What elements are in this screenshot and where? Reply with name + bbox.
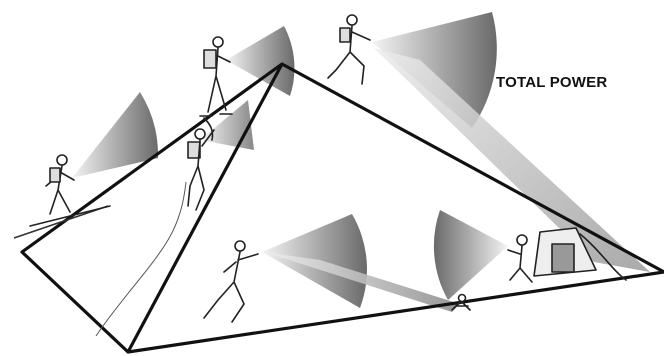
- beam-skier: [72, 92, 158, 178]
- beam-runner-cone: [372, 12, 497, 128]
- runner-icon: [328, 15, 370, 84]
- beam-backpacker: [226, 26, 294, 96]
- trail-line: [96, 182, 186, 336]
- jogger-icon: [204, 241, 258, 322]
- beam-camper: [434, 210, 508, 300]
- beam-climber: [200, 100, 254, 150]
- total-power-label: TOTAL POWER: [496, 74, 607, 91]
